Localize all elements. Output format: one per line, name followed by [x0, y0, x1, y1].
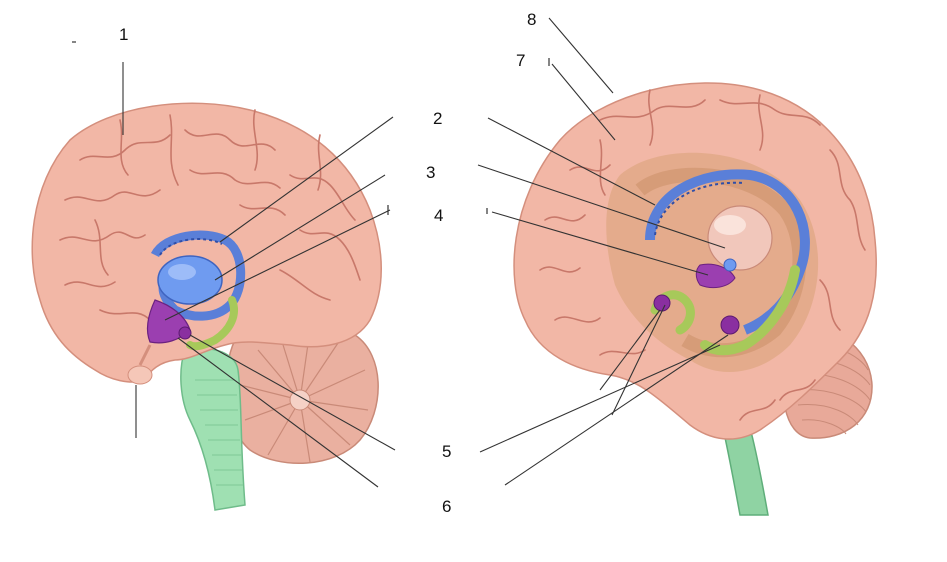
leader-6-right-a	[504, 334, 729, 486]
mammillary-body-lateral	[653, 294, 671, 312]
leader-6-right-b	[611, 304, 666, 416]
leader-6-left	[177, 337, 379, 488]
leader-2-right	[487, 117, 656, 206]
hypothalamus-lateral	[695, 263, 736, 289]
thalamus-lateral	[707, 205, 773, 271]
leader-4-left	[164, 209, 391, 321]
leader-5-left	[189, 334, 396, 451]
leader-5-right-b	[599, 309, 661, 391]
leader-lines	[122, 17, 729, 488]
label-6: 6	[442, 497, 451, 516]
leader-8	[548, 17, 614, 94]
label-7: 7	[516, 51, 525, 70]
cerebrum-medial	[31, 102, 382, 383]
label-8: 8	[527, 10, 536, 29]
label-1: 1	[119, 25, 128, 44]
medial-brain-view	[31, 102, 382, 511]
brainstem-medial	[180, 347, 246, 511]
number-labels: 1 2 3 4 5 6 7 8	[119, 10, 536, 516]
label-4: 4	[434, 206, 443, 225]
gyri-medial	[59, 109, 361, 321]
pituitary-medial	[127, 365, 153, 385]
hippocampus-medial	[186, 296, 238, 351]
cerebellum-medial	[225, 321, 379, 465]
amygdala-lateral	[720, 315, 740, 335]
label-3: 3	[426, 163, 435, 182]
lateral-brain-view	[513, 82, 877, 516]
gyri-lateral	[539, 89, 866, 421]
leader-3-left	[214, 174, 386, 281]
label-2: 2	[433, 109, 442, 128]
leader-7	[551, 63, 616, 141]
leader-5-right-a	[479, 344, 721, 453]
label-5: 5	[442, 442, 451, 461]
mammillary-body-medial	[178, 326, 192, 340]
leader-3-right	[477, 164, 726, 249]
leader-4-right	[491, 211, 709, 276]
leader-2-left	[219, 116, 394, 243]
